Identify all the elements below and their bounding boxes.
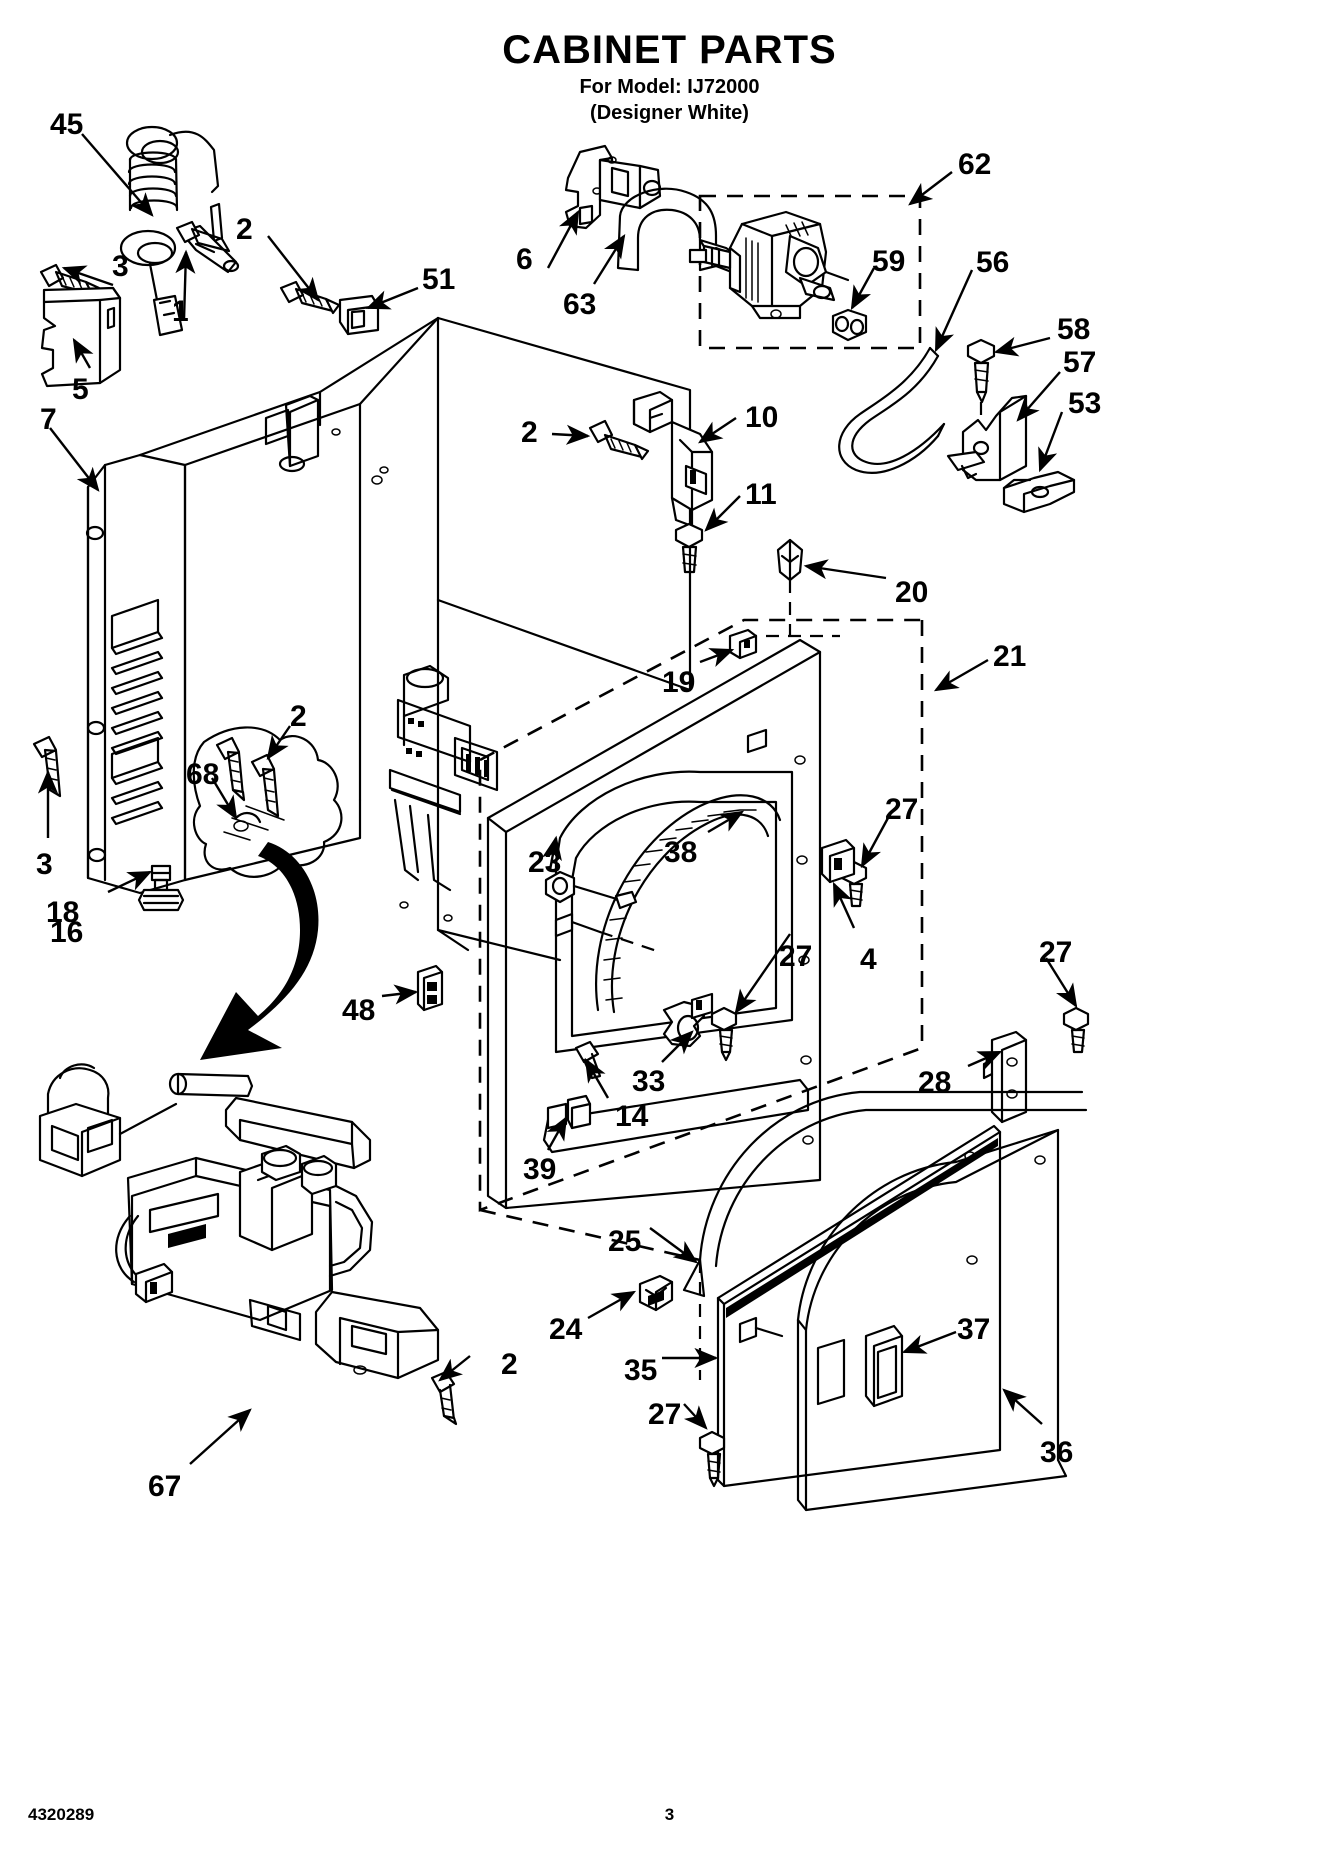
callout-5: 5 xyxy=(72,373,89,406)
part-62-motor-assembly-boundary xyxy=(698,194,922,350)
callout-27-a: 27 xyxy=(885,793,919,826)
callout-2-a: 2 xyxy=(236,213,253,246)
callout-39: 39 xyxy=(523,1153,557,1186)
callout-1: 1 xyxy=(172,295,189,328)
callout-51: 51 xyxy=(422,263,456,296)
callout-58: 58 xyxy=(1057,313,1091,346)
page-header: CABINET PARTS For Model: IJ72000 (Design… xyxy=(0,28,1339,126)
callout-35: 35 xyxy=(624,1354,658,1387)
callout-38: 38 xyxy=(664,836,698,869)
callout-21: 21 xyxy=(993,640,1027,673)
part-62-drive-motor xyxy=(688,210,850,320)
part-48-door-switch xyxy=(416,964,444,1012)
callout-45: 45 xyxy=(50,108,84,141)
callout-53: 53 xyxy=(1068,387,1102,420)
part-2-screw-right xyxy=(588,419,650,461)
part-1-screw xyxy=(175,220,231,253)
part-53-idler-lever xyxy=(1002,470,1076,514)
callout-20: 20 xyxy=(895,576,929,609)
document-code: 4320289 xyxy=(28,1805,95,1824)
part-58-screw xyxy=(966,338,996,452)
part-27-screw-lower xyxy=(710,1006,738,1062)
callout-18: 18 xyxy=(46,896,80,929)
callout-16: 16 xyxy=(50,916,84,949)
callout-2-d: 2 xyxy=(501,1348,518,1381)
part-5-bracket xyxy=(40,286,122,388)
part-2-screw-center xyxy=(215,736,280,818)
part-6-terminal-bracket xyxy=(564,144,662,230)
part-24-door-strike xyxy=(638,1274,674,1312)
part-28-door-hinge xyxy=(982,1030,1028,1124)
callout-62: 62 xyxy=(958,148,992,181)
part-20-push-pin xyxy=(744,538,840,638)
part-2-screw-bottom xyxy=(430,1370,458,1426)
callout-27-d: 27 xyxy=(648,1398,682,1431)
callout-3-a: 3 xyxy=(112,250,129,283)
callout-6: 6 xyxy=(516,243,533,276)
part-18-16-leveling-leg xyxy=(137,864,185,912)
part-11-screw xyxy=(674,522,704,574)
callout-7: 7 xyxy=(40,403,57,436)
callout-48: 48 xyxy=(342,994,376,1027)
callout-37: 37 xyxy=(957,1313,991,1346)
cutout-detail-blob xyxy=(192,726,343,878)
callout-27-c: 27 xyxy=(1039,936,1073,969)
callout-14: 14 xyxy=(615,1100,649,1133)
callout-2-b: 2 xyxy=(521,416,538,449)
page-number: 3 xyxy=(664,1805,675,1824)
callout-25: 25 xyxy=(608,1225,642,1258)
part-7-cabinet-side-panel xyxy=(85,316,692,962)
callout-3-b: 3 xyxy=(36,848,53,881)
callout-33: 33 xyxy=(632,1065,666,1098)
part-27-screw-hinge xyxy=(1062,1006,1090,1054)
leader-lines xyxy=(37,133,1078,1465)
callout-27-b: 27 xyxy=(779,940,813,973)
callout-63: 63 xyxy=(563,288,597,321)
part-33-latch xyxy=(662,992,714,1048)
part-45-power-cord xyxy=(119,125,220,337)
part-4-hinge-bracket xyxy=(820,838,856,884)
part-27-screw-door xyxy=(698,1430,726,1488)
part-51-clip xyxy=(338,294,380,336)
part-21-front-panel-boundary xyxy=(478,618,924,1262)
part-36-outer-door-panel xyxy=(796,1128,1068,1512)
variant-subtitle: (Designer White) xyxy=(590,102,749,124)
callout-19: 19 xyxy=(662,666,696,699)
callout-36: 36 xyxy=(1040,1436,1074,1469)
callout-23: 23 xyxy=(528,846,562,879)
callout-67: 67 xyxy=(148,1470,182,1503)
callout-2-c: 2 xyxy=(290,700,307,733)
model-subtitle: For Model: IJ72000 xyxy=(579,76,760,98)
part-19-clip xyxy=(728,628,758,660)
callout-11: 11 xyxy=(745,478,777,511)
callout-57: 57 xyxy=(1063,346,1097,379)
callout-28: 28 xyxy=(918,1066,952,1099)
part-57-idler-bracket xyxy=(946,394,1028,482)
part-10-thermal-block xyxy=(632,390,714,528)
callout-56: 56 xyxy=(976,246,1010,279)
part-2-screw-top xyxy=(279,280,341,315)
page-title: CABINET PARTS xyxy=(502,28,837,72)
part-59-motor-clamp xyxy=(831,308,868,342)
callout-68: 68 xyxy=(186,758,220,791)
callout-24: 24 xyxy=(549,1313,583,1346)
callout-4: 4 xyxy=(860,943,877,976)
callout-59: 59 xyxy=(872,245,906,278)
part-21-front-panel xyxy=(486,638,844,1210)
detail-zoom-arrow xyxy=(200,842,319,1060)
callout-10: 10 xyxy=(745,401,779,434)
part-67-burner-assembly xyxy=(38,1063,440,1380)
part-56-drive-belt xyxy=(838,346,946,474)
